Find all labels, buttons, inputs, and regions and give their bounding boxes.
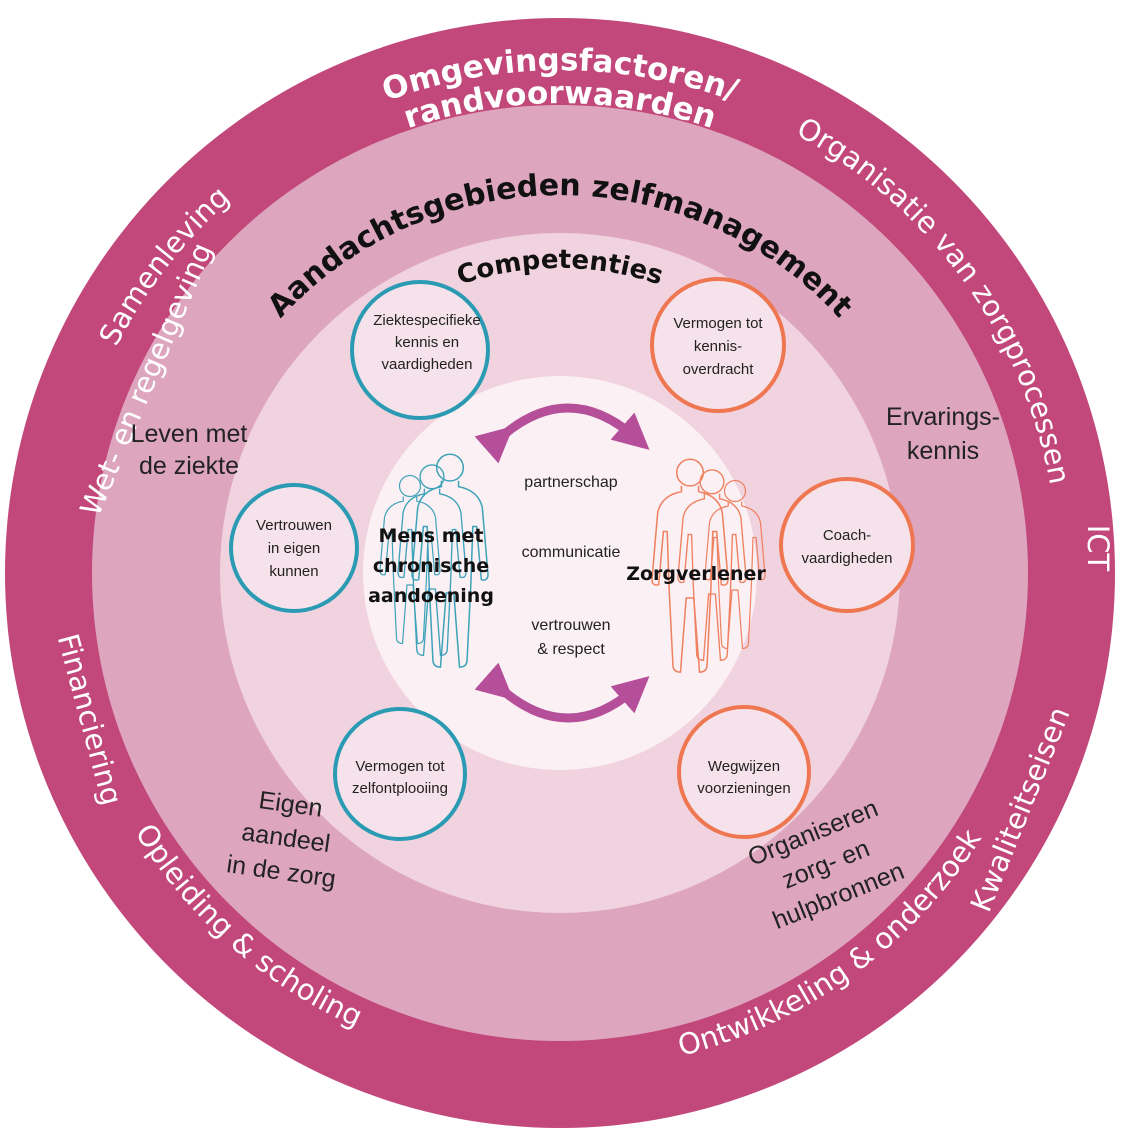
svg-text:vaardigheden: vaardigheden: [382, 356, 473, 373]
svg-text:chronische: chronische: [373, 555, 489, 577]
competence-vertrouwen-eigen-kunnen: Vertrouwen in eigen kunnen: [229, 483, 359, 613]
svg-text:overdracht: overdracht: [683, 361, 755, 378]
svg-text:Vermogen tot: Vermogen tot: [355, 758, 445, 775]
competence-coachvaardigheden: Coach- vaardigheden: [779, 477, 915, 613]
svg-text:zelfontplooiing: zelfontplooiing: [352, 780, 448, 797]
svg-text:Ervarings-: Ervarings-: [886, 403, 1000, 431]
svg-text:kunnen: kunnen: [269, 563, 318, 580]
bottom-double-arrow-icon: [474, 662, 650, 723]
top-double-arrow-icon: [474, 403, 650, 464]
competence-vermogen-zelfontplooiing: Vermogen tot zelfontplooiing: [333, 707, 467, 841]
competence-kennisoverdracht: Vermogen tot kennis- overdracht: [650, 277, 786, 413]
svg-text:& respect: & respect: [537, 641, 605, 658]
label-vertrouwen-respect: vertrouwen & respect: [531, 617, 610, 658]
svg-text:Coach-: Coach-: [823, 527, 871, 544]
svg-text:Ziektespecifieke: Ziektespecifieke: [373, 312, 481, 329]
label-partnerschap: partnerschap: [524, 474, 617, 491]
svg-text:vertrouwen: vertrouwen: [531, 617, 610, 634]
svg-text:in eigen: in eigen: [268, 540, 321, 557]
svg-text:kennis en: kennis en: [395, 334, 459, 351]
svg-text:de ziekte: de ziekte: [139, 452, 239, 480]
svg-text:Mens met: Mens met: [378, 525, 483, 547]
svg-text:voorzieningen: voorzieningen: [697, 780, 790, 797]
area-leven-met-de-ziekte: Leven met de ziekte: [131, 420, 248, 480]
area-ervaringskennis: Ervarings- kennis: [886, 403, 1000, 465]
svg-text:Vertrouwen: Vertrouwen: [256, 517, 332, 534]
competence-ziektespecifieke-kennis: Ziektespecifieke kennis en vaardigheden: [350, 280, 490, 420]
competence-wegwijzen-voorzieningen: Wegwijzen voorzieningen: [677, 705, 811, 839]
outer-label-ict: ICT: [1081, 525, 1115, 572]
svg-text:kennis-: kennis-: [694, 338, 742, 355]
svg-text:Leven met: Leven met: [131, 420, 248, 448]
svg-text:aandoening: aandoening: [368, 585, 494, 607]
actor-patient-label: Mens met chronische aandoening: [368, 525, 494, 607]
svg-text:vaardigheden: vaardigheden: [802, 550, 893, 567]
svg-text:Wegwijzen: Wegwijzen: [708, 758, 780, 775]
label-communicatie: communicatie: [522, 544, 621, 561]
svg-text:Vermogen tot: Vermogen tot: [673, 315, 763, 332]
svg-text:kennis: kennis: [907, 437, 979, 465]
actor-caregiver-label: Zorgverlener: [626, 563, 766, 585]
